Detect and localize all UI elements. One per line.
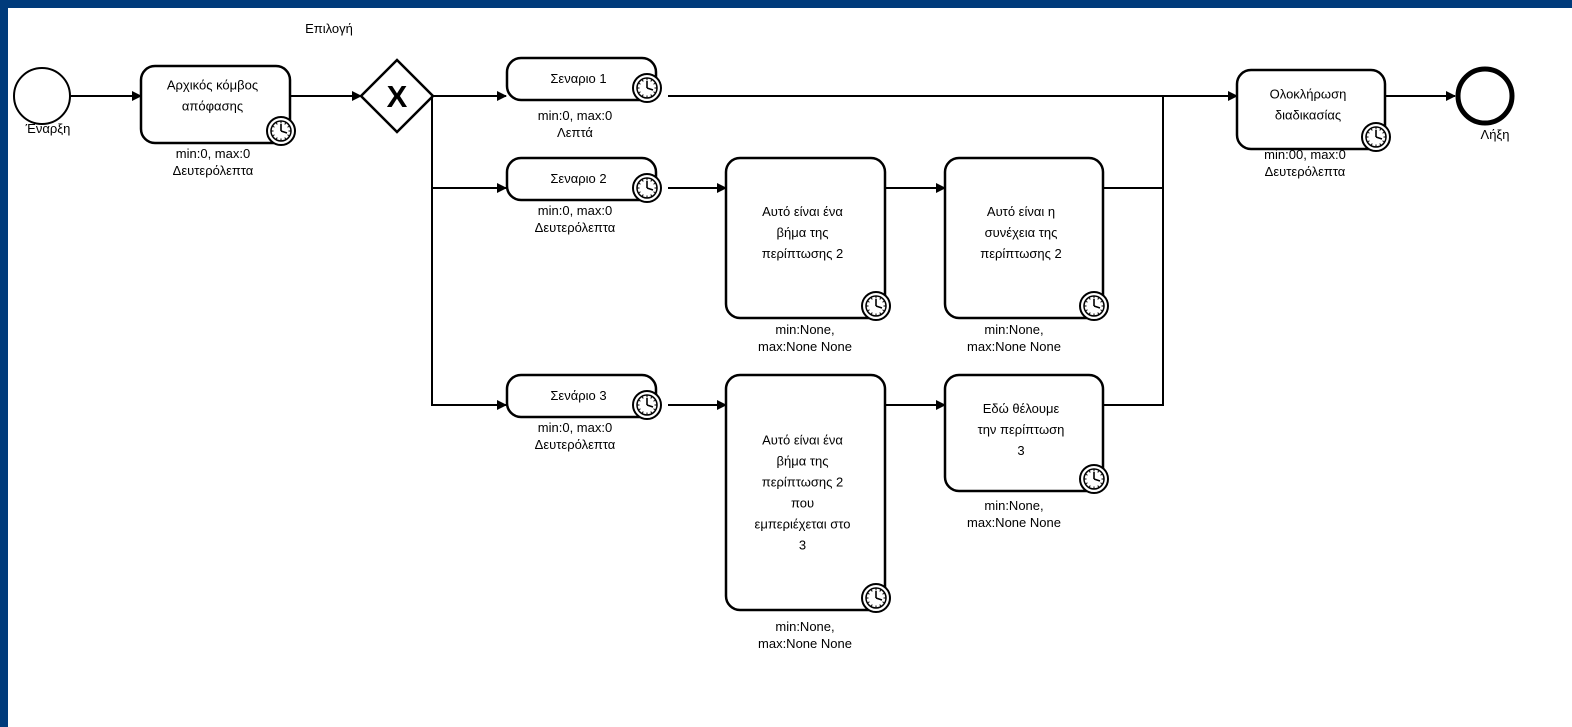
task-step2b-label-line: συνέχεια της [985,225,1058,240]
task-step3a-label-line: περίπτωσης 2 [762,475,843,490]
task-step3a[interactable]: Αυτό είναι ένα βήμα της περίπτωσης 2 που εμπ… [724,373,891,651]
timer-icon [1079,291,1109,321]
task-scenario2-label-line: Σεναριο 2 [550,171,606,186]
timer-icon [1361,122,1391,152]
flow-gateway-scenario2 [431,96,507,193]
task-step2a[interactable]: Αυτό είναι ένα βήμα της περίπτωσης 2 min:No… [724,156,891,354]
task-step2a-label-line: βήμα της [777,225,829,240]
task-step3a-label-line: Αυτό είναι ένα [762,433,843,448]
task-step3b-duration: min:None, [984,498,1043,513]
timer-icon [861,583,891,613]
start-event[interactable]: Έναρξη [13,67,71,136]
timer-icon [266,116,296,146]
task-step3a-duration: min:None, [775,619,834,634]
task-finish-label-line: Ολοκλήρωση [1270,87,1347,102]
task-step2b-duration: max:None None [967,339,1061,354]
task-scenario2-duration: min:0, max:0 [538,203,612,218]
task-step3b-label-line: Εδώ θέλουμε [983,401,1060,416]
task-scenario1-duration: Λεπτά [557,125,593,140]
task-step2b-duration: min:None, [984,322,1043,337]
end-event[interactable]: Λήξη [1455,66,1515,142]
task-step2b-box [943,156,1105,320]
task-step3b[interactable]: Εδώ θέλουμε την περίπτωση 3 min:None, max:No… [943,373,1109,530]
task-step3a-label-line: 3 [799,538,806,553]
task-scenario3-label-line: Σενάριο 3 [550,388,606,403]
timer-icon [632,73,662,103]
task-decision-duration: Δευτερόλεπτα [173,163,254,178]
task-step3b-duration: max:None None [967,515,1061,530]
task-step3a-label-line: που [791,496,814,511]
task-finish[interactable]: Ολοκλήρωση διαδικασίας min:00, max:0Δευτερ… [1235,68,1391,179]
gateway-label: Επιλογή [305,21,353,36]
task-finish-label-line: διαδικασίας [1275,108,1341,123]
timer-icon [1079,464,1109,494]
task-finish-box [1235,68,1387,151]
task-finish-duration: min:00, max:0 [1264,147,1346,162]
task-step2b-label-line: περίπτωσης 2 [980,246,1061,261]
flow-step2b-merge [1103,96,1164,189]
task-step3a-box [724,373,887,612]
timer-icon [632,173,662,203]
flow-gateway-scenario3 [431,188,507,410]
timer-icon [861,291,891,321]
task-step2a-label-line: Αυτό είναι ένα [762,204,843,219]
task-scenario2-duration: Δευτερόλεπτα [535,220,616,235]
task-decision[interactable]: Αρχικός κόμβος απόφασης min:0, max:0Δευτερ… [139,64,296,178]
task-step2a-label-line: περίπτωσης 2 [762,246,843,261]
flow-step3b-merge [1103,188,1164,406]
task-scenario3-duration: Δευτερόλεπτα [535,437,616,452]
task-step2a-duration: max:None None [758,339,852,354]
task-finish-duration: Δευτερόλεπτα [1265,164,1346,179]
task-step3a-label-line: βήμα της [777,454,829,469]
start-event-label: Έναρξη [25,121,71,136]
task-scenario3-duration: min:0, max:0 [538,420,612,435]
task-step2a-duration: min:None, [775,322,834,337]
task-step2b[interactable]: Αυτό είναι η συνέχεια της περίπτωσης 2 min:… [943,156,1109,354]
timer-icon [632,390,662,420]
task-step3b-label-line: την περίπτωση [978,422,1065,437]
task-step3b-box [943,373,1105,493]
task-step3a-label-line: εμπεριέχεται στο [755,517,851,532]
task-scenario1-label-line: Σεναριο 1 [550,71,606,86]
sequence-flows [71,91,1456,410]
task-step3b-label-line: 3 [1017,443,1024,458]
task-scenario1-duration: min:0, max:0 [538,108,612,123]
task-step2b-label-line: Αυτό είναι η [987,204,1055,219]
exclusive-gateway[interactable]: X Επιλογή [305,21,435,134]
exclusive-gateway-icon: X [387,79,408,114]
task-decision-box [139,64,292,145]
task-step2a-box [724,156,887,320]
task-decision-duration: min:0, max:0 [176,146,250,161]
task-step3a-duration: max:None None [758,636,852,651]
task-decision-label-line: απόφασης [182,99,243,114]
end-event-label: Λήξη [1481,127,1510,142]
task-decision-label-line: Αρχικός κόμβος [167,78,258,93]
